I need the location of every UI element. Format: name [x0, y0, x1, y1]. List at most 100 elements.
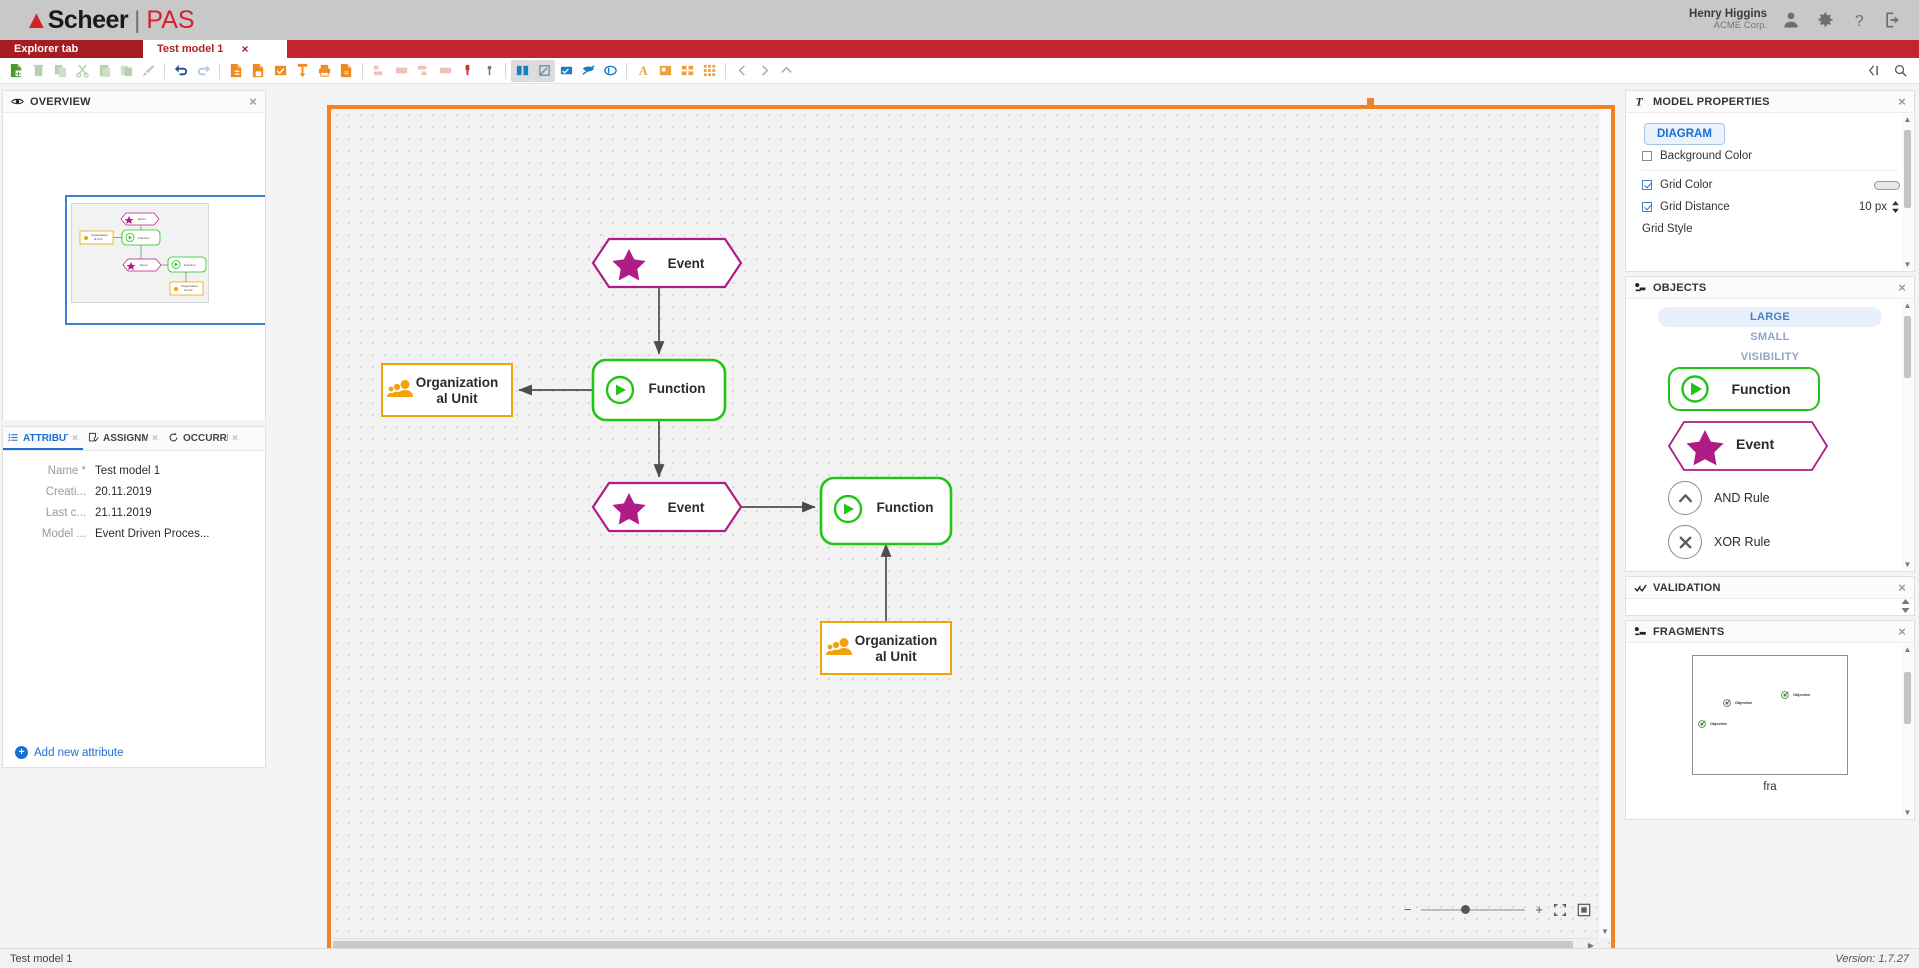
property-row-grid-style[interactable]: Grid Style	[1626, 218, 1914, 240]
tab-attributes-close-icon[interactable]: ×	[72, 433, 78, 444]
model-properties-scrollbar[interactable]: ▲ ▼	[1902, 114, 1913, 270]
validation-resize-handle-icon[interactable]	[1900, 599, 1911, 613]
new-icon[interactable]	[5, 60, 27, 82]
paste-icon[interactable]	[93, 60, 115, 82]
collapse-icon[interactable]	[775, 60, 797, 82]
fit-screen-icon[interactable]	[1553, 903, 1567, 917]
attribute-value[interactable]: Test model 1	[95, 465, 161, 477]
tab-close-icon[interactable]: ×	[241, 42, 249, 56]
grid-color-checkbox[interactable]	[1642, 180, 1652, 190]
objects-size-large[interactable]: LARGE	[1658, 307, 1882, 327]
grid-icon[interactable]	[511, 59, 533, 82]
objects-close-icon[interactable]: ×	[1898, 280, 1906, 295]
user-icon[interactable]	[1781, 10, 1801, 30]
zoom-out-button[interactable]: −	[1403, 902, 1412, 917]
align-right-icon[interactable]	[412, 60, 434, 82]
tab-occurrences[interactable]: OCCURREN ×	[163, 427, 243, 450]
zoom-slider-handle[interactable]	[1461, 904, 1471, 914]
size-icon[interactable]	[478, 60, 500, 82]
scroll-up-arrow-icon[interactable]: ▲	[1903, 645, 1912, 654]
fragments-scrollbar[interactable]: ▲ ▼	[1902, 644, 1913, 818]
objects-size-small[interactable]: SMALL	[1750, 331, 1790, 343]
duplicate-icon[interactable]	[115, 60, 137, 82]
validation-close-icon[interactable]: ×	[1898, 580, 1906, 595]
copy-icon[interactable]	[49, 60, 71, 82]
model-properties-close-icon[interactable]: ×	[1898, 94, 1906, 109]
fragment-thumbnail[interactable]: Objective Objective Objective	[1692, 655, 1848, 775]
scroll-thumb[interactable]	[1904, 130, 1911, 208]
attribute-value[interactable]: Event Driven Proces...	[95, 528, 210, 540]
scroll-thumb[interactable]	[1904, 316, 1911, 378]
tab-occurrences-close-icon[interactable]: ×	[232, 433, 238, 444]
horizontal-scroll-thumb[interactable]	[333, 940, 1573, 950]
scroll-up-arrow-icon[interactable]: ▲	[1903, 301, 1912, 310]
grid-distance-checkbox[interactable]	[1642, 202, 1652, 212]
overview-viewport-rect[interactable]: Event Event Function Function Organisati…	[65, 195, 265, 325]
property-row-background-color[interactable]: Background Color	[1626, 145, 1914, 167]
overview-thumbnail[interactable]: Event Event Function Function Organisati…	[3, 113, 265, 420]
scroll-thumb[interactable]	[1904, 672, 1911, 724]
print-icon[interactable]	[313, 60, 335, 82]
snap-icon[interactable]	[533, 59, 555, 82]
background-color-checkbox[interactable]	[1642, 151, 1652, 161]
align-left-icon[interactable]	[368, 60, 390, 82]
scroll-down-arrow-icon[interactable]: ▼	[1903, 260, 1912, 269]
scroll-right-arrow-icon[interactable]: ▶	[1587, 940, 1594, 950]
stepper-arrows-icon[interactable]	[1891, 201, 1900, 213]
align-center-icon[interactable]	[390, 60, 412, 82]
export-icon[interactable]	[335, 60, 357, 82]
delete-icon[interactable]	[27, 60, 49, 82]
save-icon[interactable]	[247, 60, 269, 82]
hide-icon[interactable]	[577, 60, 599, 82]
object-item-xor-rule[interactable]: XOR Rule	[1668, 525, 1914, 559]
diagram-chip-button[interactable]: DIAGRAM	[1644, 123, 1725, 145]
tab-assignments-close-icon[interactable]: ×	[152, 433, 158, 444]
format-painter-icon[interactable]	[137, 60, 159, 82]
object-item-event[interactable]: Event	[1626, 421, 1914, 471]
add-new-attribute-button[interactable]: + Add new attribute	[15, 746, 124, 759]
scroll-down-arrow-icon[interactable]: ▼	[1903, 808, 1912, 817]
grid-color-swatch[interactable]	[1874, 180, 1900, 190]
object-item-function[interactable]: Function	[1668, 367, 1820, 411]
image-icon[interactable]	[654, 60, 676, 82]
redo-icon[interactable]	[192, 60, 214, 82]
tab-explorer[interactable]: Explorer tab	[0, 40, 143, 58]
gear-icon[interactable]	[1815, 10, 1835, 30]
search-icon[interactable]	[1889, 60, 1911, 82]
zoom-slider[interactable]	[1421, 904, 1526, 914]
open-icon[interactable]	[225, 60, 247, 82]
property-row-grid-color[interactable]: Grid Color	[1626, 174, 1914, 196]
objects-visibility[interactable]: VISIBILITY	[1740, 351, 1800, 363]
distribute-icon[interactable]	[434, 60, 456, 82]
table-icon[interactable]	[676, 60, 698, 82]
prev-icon[interactable]	[731, 60, 753, 82]
tab-test-model-1[interactable]: Test model 1 ×	[143, 40, 287, 58]
scroll-up-arrow-icon[interactable]: ▲	[1903, 115, 1912, 124]
attribute-value[interactable]: 21.11.2019	[95, 507, 152, 519]
overview-close-icon[interactable]: ×	[249, 94, 257, 109]
fragments-close-icon[interactable]: ×	[1898, 624, 1906, 639]
canvas-horizontal-scrollbar[interactable]: ▶	[331, 938, 1597, 951]
help-icon[interactable]: ?	[1849, 10, 1869, 30]
select-icon[interactable]	[555, 60, 577, 82]
canvas-vertical-scrollbar[interactable]: ▼	[1598, 109, 1611, 938]
object-item-and-rule[interactable]: AND Rule	[1668, 481, 1914, 515]
zoom-in-button[interactable]: +	[1535, 902, 1543, 917]
attribute-value[interactable]: 20.11.2019	[95, 486, 152, 498]
scroll-down-arrow-icon[interactable]: ▼	[1601, 927, 1609, 936]
cut-icon[interactable]	[71, 60, 93, 82]
property-row-grid-distance[interactable]: Grid Distance 10 px	[1626, 196, 1914, 218]
frame-icon[interactable]	[599, 60, 621, 82]
diagram-canvas[interactable]: Event Function Organization al Unit Even…	[327, 98, 1615, 955]
actual-size-icon[interactable]	[1577, 903, 1591, 917]
undo-icon[interactable]	[170, 60, 192, 82]
objects-scrollbar[interactable]: ▲ ▼	[1902, 300, 1913, 570]
color-icon[interactable]	[456, 60, 478, 82]
next-icon[interactable]	[753, 60, 775, 82]
publish-icon[interactable]	[291, 60, 313, 82]
tab-attributes[interactable]: ATTRIBUT ×	[3, 427, 83, 450]
matrix-icon[interactable]	[698, 60, 720, 82]
tab-assignments[interactable]: ASSIGNMEN ×	[83, 427, 163, 450]
logout-icon[interactable]	[1883, 10, 1903, 30]
text-icon[interactable]: A	[632, 60, 654, 82]
